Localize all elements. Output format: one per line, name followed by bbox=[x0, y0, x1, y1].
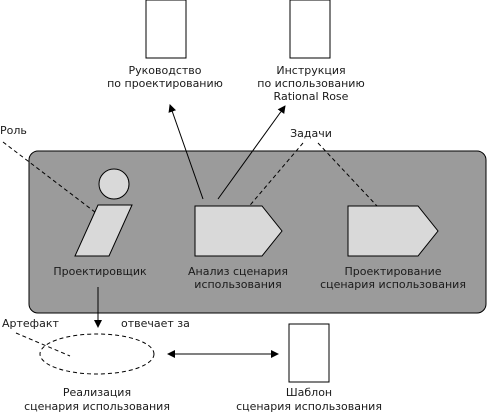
responsible-label: отвечает за bbox=[121, 317, 190, 330]
activity-design-icon bbox=[347, 205, 439, 257]
role-pointer bbox=[2, 141, 109, 223]
activity-design-label-line1: Проектирование bbox=[345, 265, 442, 278]
activity-analysis-icon bbox=[194, 205, 283, 257]
instruction-label-line2: по использованию bbox=[257, 77, 364, 90]
worker-head-icon bbox=[98, 168, 130, 200]
activity-analysis-label-line1: Анализ сценария bbox=[188, 265, 288, 278]
tasks-label: Задачи bbox=[290, 127, 332, 140]
realization-ellipse bbox=[39, 333, 155, 375]
template-label-line2: сценария использования bbox=[236, 400, 382, 413]
role-label: Роль bbox=[0, 124, 27, 137]
arrow-to-instruction bbox=[217, 105, 286, 200]
guide-label-line1: Руководство bbox=[128, 64, 201, 77]
instruction-document-icon bbox=[289, 0, 331, 59]
tasks-pointer-analysis bbox=[233, 142, 304, 225]
worker-body-icon bbox=[74, 204, 133, 257]
activity-analysis-label-line2: использования bbox=[194, 278, 281, 291]
arrow-to-guide bbox=[168, 104, 204, 200]
instruction-label-line3: Rational Rose bbox=[274, 90, 349, 103]
realization-label-line2: сценария использования bbox=[24, 400, 170, 413]
artifact-label: Артефакт bbox=[2, 317, 59, 330]
realization-label-line1: Реализация bbox=[63, 386, 131, 399]
artifact-pointer bbox=[15, 332, 71, 357]
guide-label-line2: по проектированию bbox=[107, 77, 223, 90]
guide-document-icon bbox=[145, 0, 187, 59]
template-label-line1: Шаблон bbox=[286, 386, 332, 399]
activity-design-label-line2: сценария использования bbox=[320, 278, 466, 291]
instruction-label-line1: Инструкция bbox=[276, 64, 345, 77]
worker-label: Проектировщик bbox=[53, 265, 147, 278]
template-document-icon bbox=[288, 323, 330, 383]
